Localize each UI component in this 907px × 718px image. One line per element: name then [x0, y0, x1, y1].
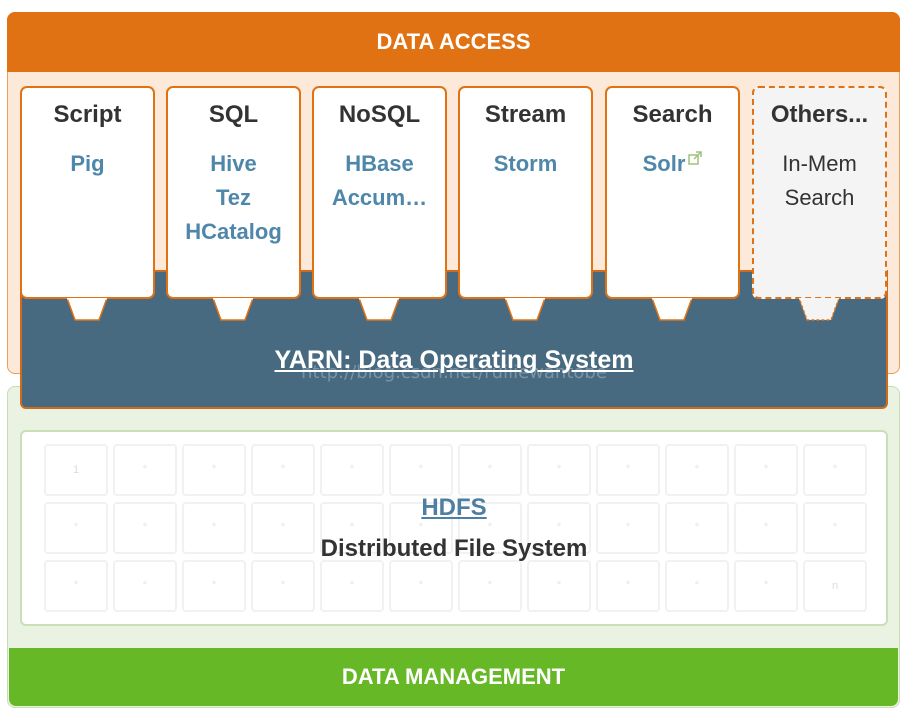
engine-item[interactable]: HBase: [345, 151, 414, 176]
hdfs-block-grid: 1°°°°°°°°°°°°°°°°°°°°°°°°°°°°°°°°°°n: [44, 444, 867, 612]
hdfs-block: °: [734, 502, 798, 554]
hdfs-block: °: [44, 560, 108, 612]
card-connector: [652, 298, 692, 321]
card-connector: [359, 298, 399, 321]
engine-item-solr[interactable]: Solr: [607, 147, 738, 181]
data-management-title: DATA MANAGEMENT: [341, 664, 566, 689]
engine-item[interactable]: Tez: [215, 185, 252, 210]
hdfs-block: °: [44, 502, 108, 554]
engine-title: Script: [53, 101, 122, 128]
engine-card-script: Script Pig: [20, 86, 155, 299]
hdfs-block: °: [596, 560, 660, 612]
hdfs-block: °: [458, 502, 522, 554]
engine-title: SQL: [208, 101, 259, 128]
hdfs-block: 1: [44, 444, 108, 496]
engine-card-sql: SQL Hive Tez HCatalog: [166, 86, 301, 299]
hdfs-title: HDFS: [421, 494, 487, 521]
hdfs-block: °: [734, 560, 798, 612]
engine-title: Others...: [770, 101, 869, 128]
hdfs-block: °: [734, 444, 798, 496]
hdfs-block: °: [251, 444, 315, 496]
hdfs-block: °: [113, 444, 177, 496]
hdfs-block: °: [665, 444, 729, 496]
external-link-icon[interactable]: [688, 151, 703, 165]
engine-card-search: Search Solr: [605, 86, 740, 299]
hdfs-block: °: [389, 560, 453, 612]
engine-title: Search: [632, 101, 713, 128]
engine-item: Search: [784, 185, 855, 210]
yarn-layer: http://blog.csdn.net/ruiliewantobe YARN:…: [20, 270, 888, 409]
hdfs-block: °: [527, 502, 591, 554]
hdfs-block: °: [113, 502, 177, 554]
engine-card-stream: Stream Storm: [458, 86, 593, 299]
hdfs-block: °: [182, 502, 246, 554]
card-connector: [67, 298, 107, 321]
hdfs-block: n: [803, 560, 867, 612]
engine-item[interactable]: Accum…: [331, 185, 428, 210]
data-access-title: DATA ACCESS: [376, 29, 531, 54]
hdfs-block: °: [251, 560, 315, 612]
hdfs-block: °: [458, 444, 522, 496]
engine-item: In-Mem: [782, 151, 857, 176]
engine-card-nosql: NoSQL HBase Accum…: [312, 86, 447, 299]
hdfs-block: °: [251, 502, 315, 554]
hdfs-block: °: [803, 502, 867, 554]
card-connector: [213, 298, 253, 321]
hdfs-block: °: [113, 560, 177, 612]
engine-title: NoSQL: [338, 101, 421, 128]
data-management-footer: DATA MANAGEMENT: [9, 648, 898, 706]
hdfs-block: °: [389, 444, 453, 496]
engine-item-label: Solr: [642, 151, 686, 176]
engine-item[interactable]: Hive: [210, 151, 257, 176]
card-connector: [505, 298, 545, 321]
hdfs-block: °: [320, 502, 384, 554]
engine-item[interactable]: HCatalog: [185, 219, 282, 244]
hdfs-block: °: [665, 560, 729, 612]
card-connector: [799, 298, 839, 321]
engine-title: Stream: [484, 101, 567, 128]
hdfs-block: °: [182, 560, 246, 612]
hdfs-box: 1°°°°°°°°°°°°°°°°°°°°°°°°°°°°°°°°°°n HDF…: [20, 430, 888, 626]
hdfs-block: °: [182, 444, 246, 496]
yarn-title: YARN: Data Operating System: [274, 346, 634, 374]
hdfs-block: °: [320, 560, 384, 612]
engine-item[interactable]: Pig: [70, 151, 105, 176]
hdfs-subtitle: Distributed File System: [320, 535, 588, 562]
hdfs-block: °: [527, 560, 591, 612]
hdfs-block: °: [320, 444, 384, 496]
engine-card-others: Others... In-Mem Search: [752, 86, 887, 299]
hdfs-block: °: [527, 444, 591, 496]
hdfs-block: °: [665, 502, 729, 554]
hdfs-block: °: [596, 444, 660, 496]
hdfs-block: °: [803, 444, 867, 496]
engine-item[interactable]: Storm: [493, 151, 558, 176]
hdfs-block: °: [458, 560, 522, 612]
watermark: http://blog.csdn.net/ruiliewantobe: [301, 362, 607, 383]
hdfs-block: °: [389, 502, 453, 554]
hdfs-block: °: [596, 502, 660, 554]
data-access-header: DATA ACCESS: [7, 12, 900, 72]
